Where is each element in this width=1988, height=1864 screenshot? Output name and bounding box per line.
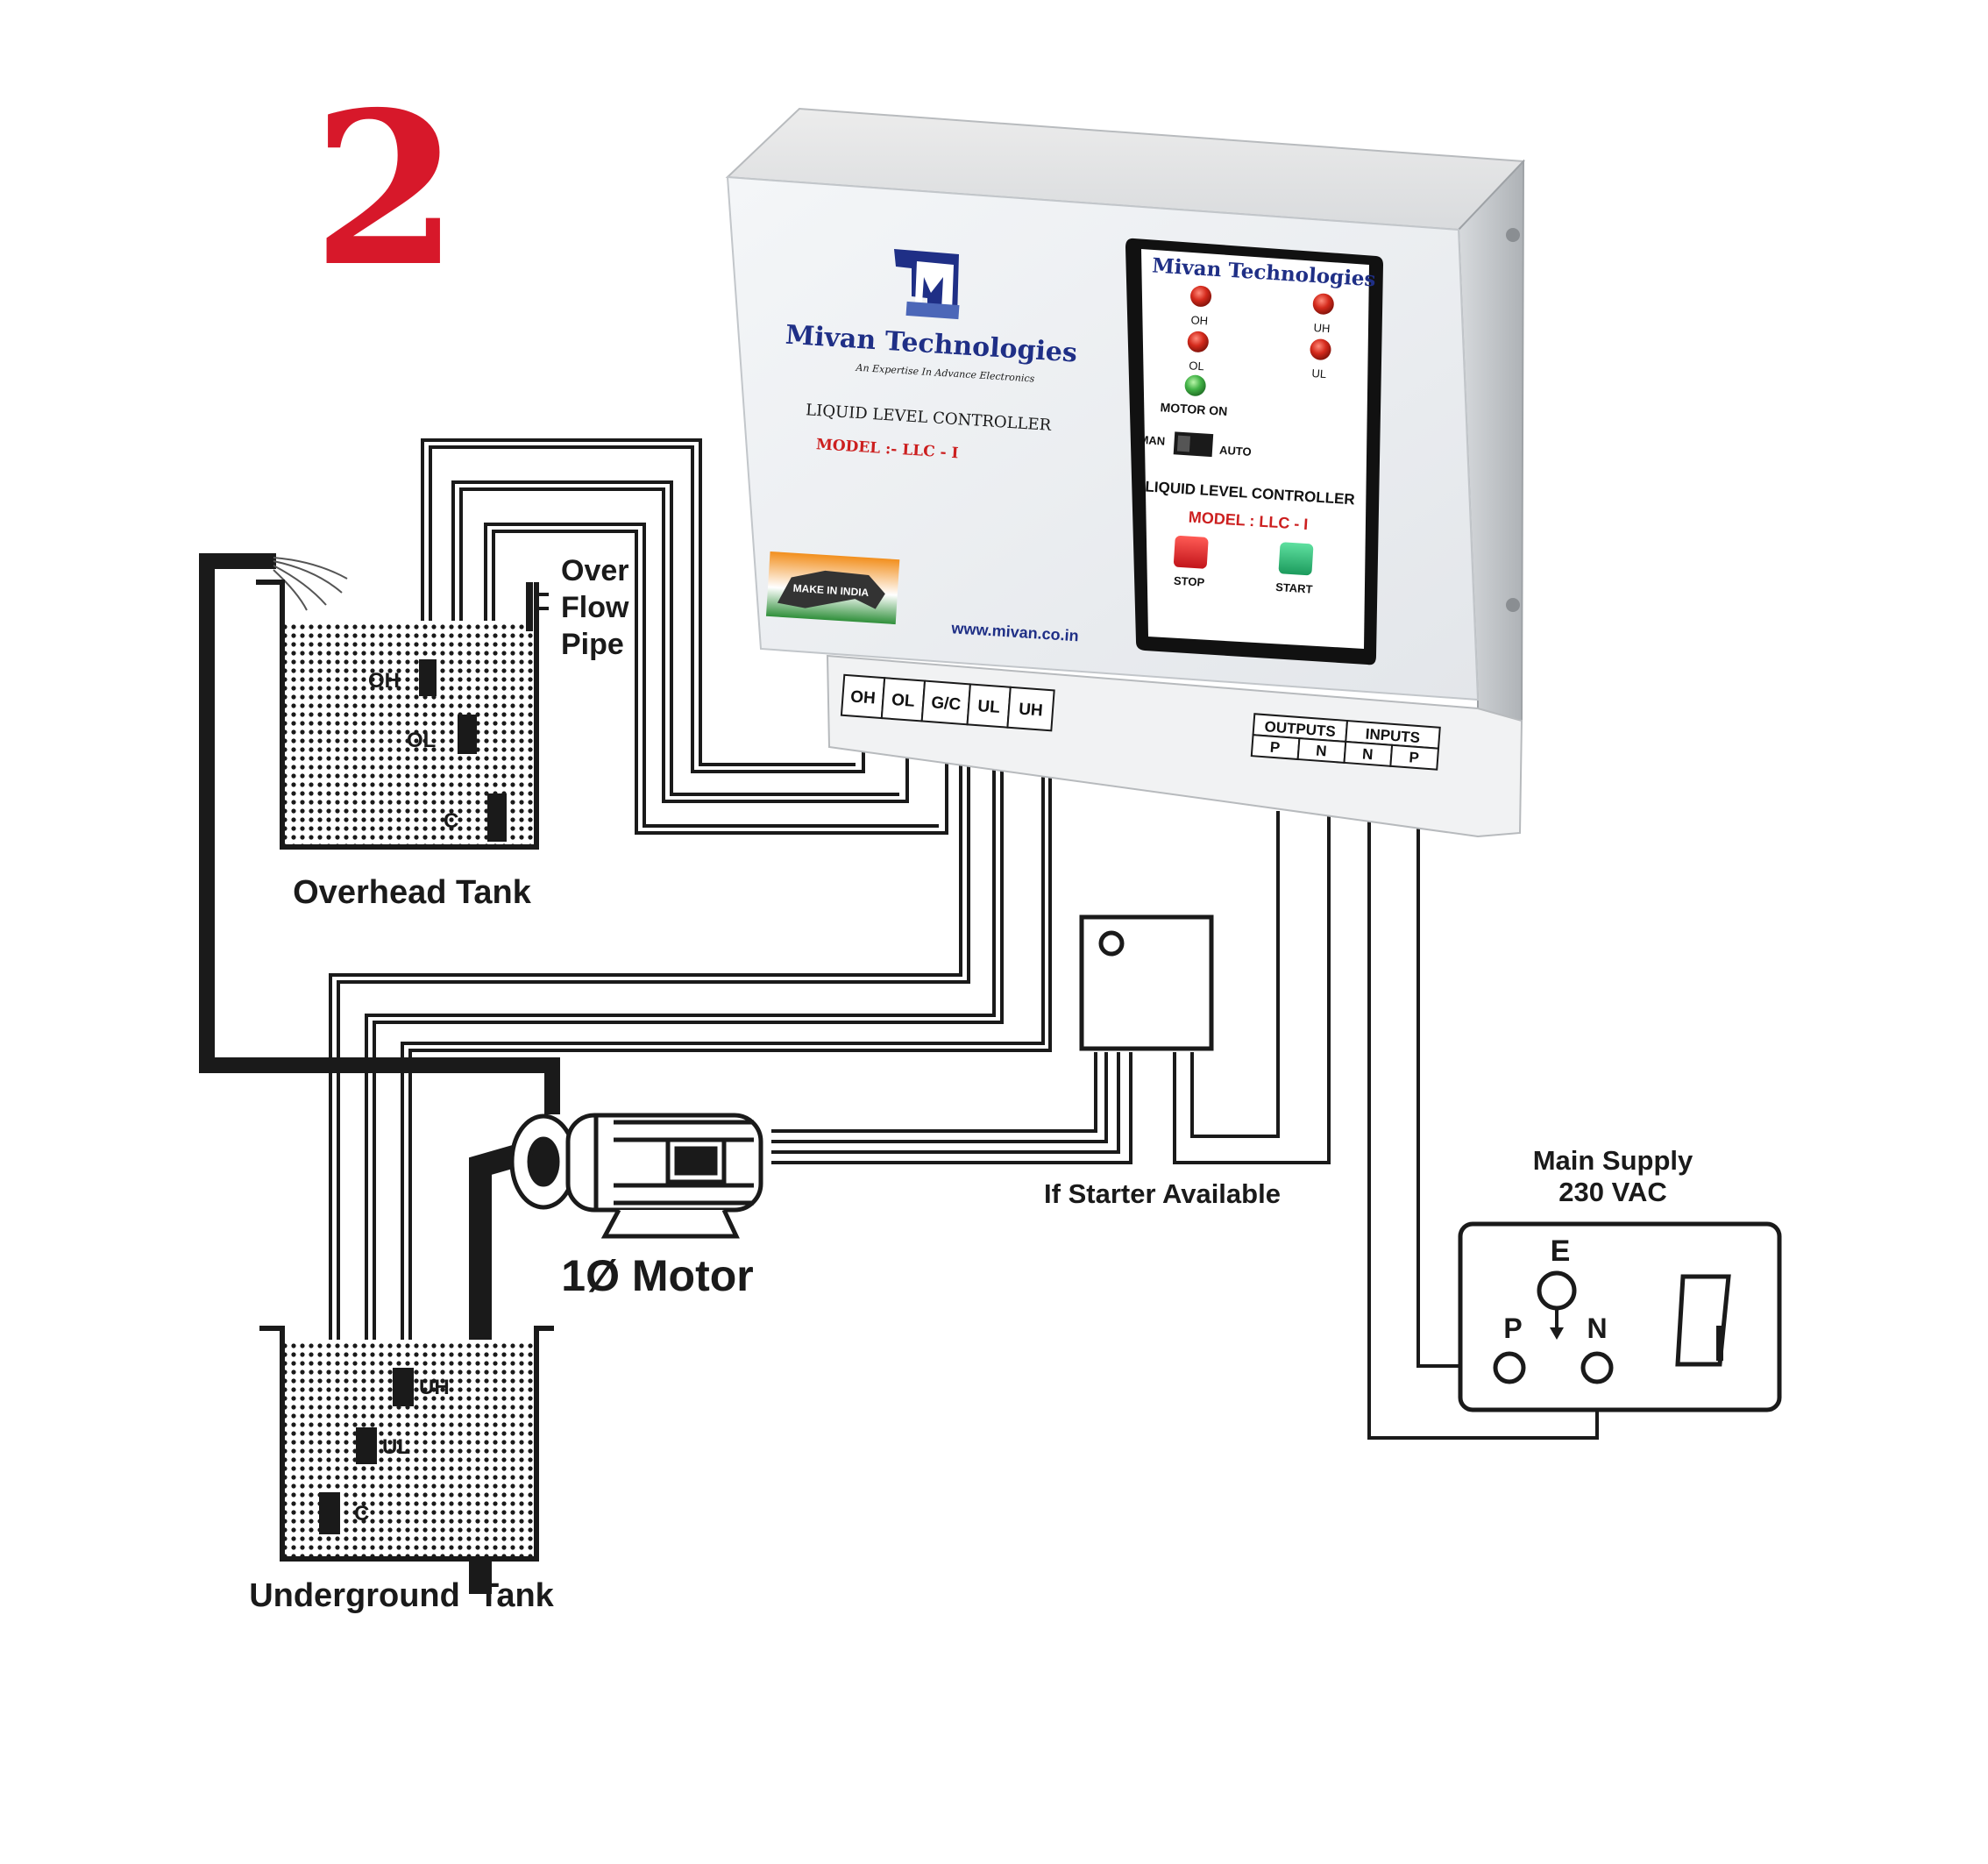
step-number: 2 [313, 66, 459, 313]
led-uh[interactable] [1312, 293, 1334, 315]
outputs-p-label: P [1269, 739, 1281, 757]
led-motor-on-label: MOTOR ON [1160, 400, 1228, 418]
led-ul[interactable] [1310, 338, 1331, 360]
terminal-block: OH OL G/C UL UH OUTPUTS P N INPUTS N P [840, 673, 1441, 771]
front-panel [1125, 238, 1383, 665]
inputs-p-label: P [1409, 749, 1420, 766]
led-ol[interactable] [1187, 331, 1209, 352]
motor-illustration [509, 1113, 763, 1239]
probe-ul [356, 1427, 377, 1464]
terminal-oh: OH [849, 687, 876, 708]
terminal-ol: OL [891, 691, 915, 711]
probe-uh [393, 1368, 414, 1406]
overflow-label-line1: Over [561, 554, 629, 587]
probe-ul-label: UL [382, 1435, 410, 1459]
main-supply-label-line2: 230 VAC [1558, 1177, 1667, 1207]
led-ul-label: UL [1311, 366, 1327, 381]
probe-uh-label: UH [419, 1376, 450, 1399]
switch-auto-label: AUTO [1219, 444, 1252, 459]
starter-label: If Starter Available [1044, 1178, 1281, 1209]
switch-man-label: MAN [1139, 433, 1165, 448]
stop-button[interactable] [1173, 535, 1209, 569]
water-spray [273, 557, 348, 611]
terminal-gc: G/C [931, 694, 962, 714]
overhead-tank-label: Overhead Tank [293, 874, 532, 911]
probe-c-underground [319, 1492, 340, 1534]
motor-starter-wires [771, 811, 1599, 1440]
svg-text:MAKE IN INDIA: MAKE IN INDIA [792, 582, 870, 599]
probe-oh-label: OH [368, 669, 400, 693]
main-supply-socket [1458, 1221, 1782, 1412]
probe-c-label: C [444, 809, 458, 833]
socket-n-label: N [1587, 1313, 1607, 1344]
starter-box [1079, 914, 1214, 1051]
socket-p-label: P [1503, 1313, 1522, 1344]
socket-earth [1537, 1270, 1577, 1311]
make-in-india-badge: MAKE IN INDIA [765, 551, 900, 625]
start-button[interactable] [1278, 542, 1314, 576]
probe-ol-label: OL [407, 729, 436, 752]
underground-tank: UH UL C [259, 1326, 554, 1562]
led-oh-label: OH [1190, 313, 1208, 327]
main-supply-label-line1: Main Supply [1533, 1145, 1693, 1176]
inputs-label: INPUTS [1365, 726, 1421, 747]
stop-label: STOP [1174, 574, 1205, 589]
switch-rocker [1675, 1274, 1731, 1367]
inputs-n-label: N [1361, 745, 1374, 763]
socket-e-label: E [1551, 1234, 1571, 1268]
led-uh-label: UH [1313, 321, 1331, 335]
outputs-n-label: N [1316, 743, 1328, 760]
probe-oh [419, 659, 437, 696]
socket-phase [1493, 1351, 1526, 1384]
overhead-tank: OH OL C [256, 580, 549, 850]
led-motor-on[interactable] [1184, 374, 1206, 396]
terminal-uh: UH [1018, 701, 1043, 721]
overflow-label-line2: Flow [561, 591, 629, 624]
probe-ol [458, 715, 477, 754]
led-oh[interactable] [1189, 285, 1212, 307]
start-label: START [1275, 580, 1313, 596]
probe-c-underground-label: C [354, 1502, 369, 1526]
underground-tank-label: Underground Tank [249, 1577, 554, 1614]
motor-label: 1Ø Motor [561, 1251, 753, 1300]
socket-neutral [1580, 1351, 1614, 1384]
terminal-ul: UL [977, 697, 1001, 717]
probe-c [487, 793, 507, 842]
mivan-logo [894, 249, 960, 320]
overflow-label-line3: Pipe [561, 628, 624, 661]
led-ol-label: OL [1189, 359, 1204, 373]
